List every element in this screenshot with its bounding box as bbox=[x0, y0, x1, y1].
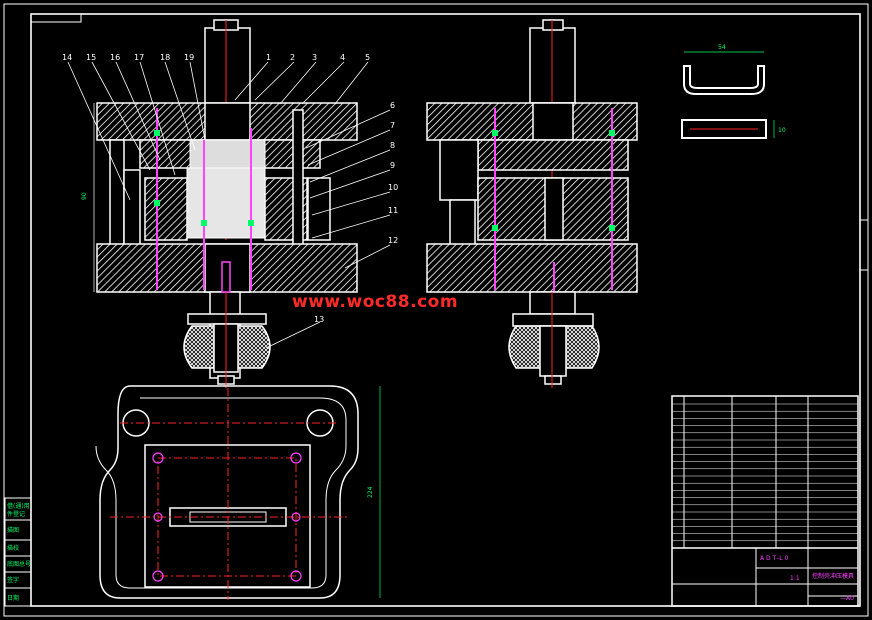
balloon-19: 19 bbox=[184, 53, 194, 62]
balloon-3: 3 bbox=[312, 53, 317, 62]
side-panel-row-3: 描图 bbox=[7, 526, 19, 534]
balloon-leaders bbox=[67, 61, 391, 349]
dim-left-height: 90 bbox=[81, 192, 88, 200]
balloon-5: 5 bbox=[365, 53, 370, 62]
title-block-drawing-name: 控制壳冲压模具 bbox=[812, 572, 854, 580]
side-panel-row-5: 底图总号 bbox=[7, 560, 31, 568]
balloon-10: 10 bbox=[388, 183, 398, 192]
balloon-11: 11 bbox=[388, 206, 398, 215]
side-panel-row-4: 描校 bbox=[7, 544, 19, 552]
part-sketch bbox=[681, 51, 775, 139]
balloon-1: 1 bbox=[266, 53, 271, 62]
balloon-13: 13 bbox=[314, 315, 324, 324]
balloon-15: 15 bbox=[86, 53, 96, 62]
balloon-12: 12 bbox=[388, 236, 398, 245]
balloon-4: 4 bbox=[340, 53, 345, 62]
dim-part-width: 54 bbox=[718, 44, 726, 51]
title-block-scale: 1:1 bbox=[790, 575, 800, 582]
side-panel-row-6: 签字 bbox=[7, 576, 19, 584]
side-panel bbox=[4, 497, 32, 607]
balloon-2: 2 bbox=[290, 53, 295, 62]
right-section-view bbox=[426, 19, 638, 388]
bill-of-materials bbox=[671, 395, 859, 607]
balloon-18: 18 bbox=[160, 53, 170, 62]
side-panel-row-7: 日期 bbox=[7, 594, 19, 602]
title-block-drawing-no: A D T–L 0 bbox=[760, 555, 788, 562]
bom-rows bbox=[672, 403, 858, 542]
dim-part-height: 10 bbox=[778, 127, 786, 134]
balloon-8: 8 bbox=[390, 141, 395, 150]
side-panel-row-2: 件登记 bbox=[7, 510, 25, 518]
dim-base-height: 224 bbox=[367, 486, 374, 498]
balloon-14: 14 bbox=[62, 53, 72, 62]
balloon-9: 9 bbox=[390, 161, 395, 170]
balloon-6: 6 bbox=[390, 101, 395, 110]
drawing-border bbox=[3, 3, 869, 617]
balloon-labels: 1 2 3 4 5 6 7 8 9 10 11 12 13 14 15 16 1… bbox=[62, 53, 398, 324]
title-block-sheet: —A0 bbox=[840, 595, 854, 602]
watermark-text: www.woc88.com bbox=[292, 292, 459, 312]
balloon-17: 17 bbox=[134, 53, 144, 62]
balloon-7: 7 bbox=[390, 121, 395, 130]
bottom-plan-view bbox=[95, 385, 381, 600]
left-section-view bbox=[93, 19, 358, 388]
side-panel-row-1: 借(通)用 bbox=[7, 502, 30, 510]
balloon-16: 16 bbox=[110, 53, 120, 62]
